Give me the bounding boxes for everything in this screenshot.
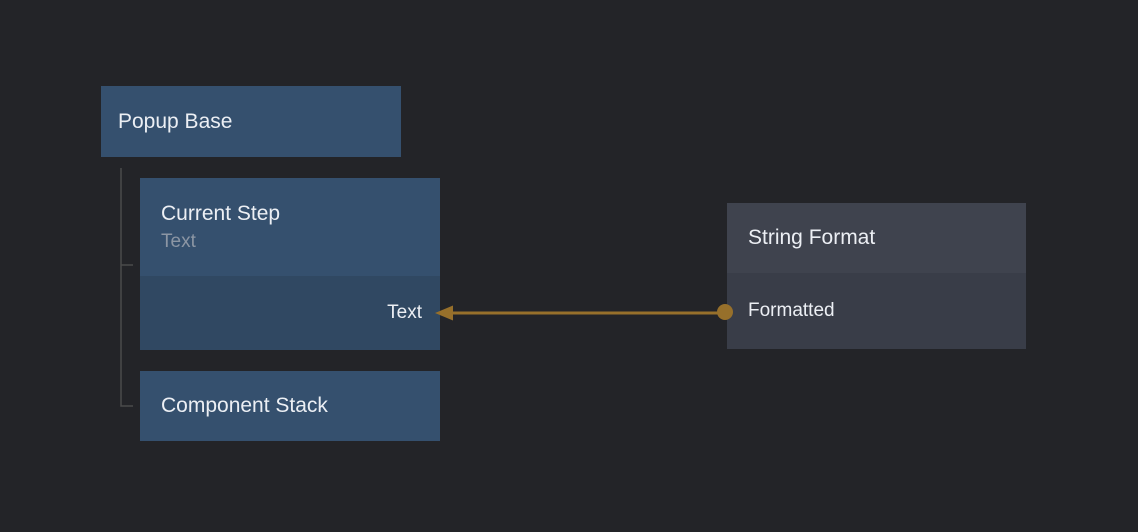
node-current-step-subtitle: Text	[161, 231, 196, 252]
node-string-format-header[interactable]: String Format	[727, 203, 1026, 273]
hierarchy-trunk-line	[120, 168, 133, 407]
node-popup-base[interactable]: Popup Base	[101, 86, 401, 157]
connection-output-dot[interactable]	[717, 304, 733, 320]
formatted-output-port-label: Formatted	[748, 300, 835, 321]
node-string-format-title: String Format	[748, 226, 876, 249]
node-current-step-title: Current Step	[161, 202, 281, 225]
node-current-step-header[interactable]: Current Step Text	[140, 178, 440, 276]
current-step-text-input-port[interactable]: Text	[140, 276, 440, 350]
node-current-step[interactable]: Current Step Text Text	[140, 178, 440, 350]
node-string-format[interactable]: String Format Formatted	[727, 203, 1026, 349]
string-format-formatted-output-port[interactable]: Formatted	[727, 273, 1026, 349]
node-popup-base-title: Popup Base	[118, 109, 233, 133]
node-component-stack[interactable]: Component Stack	[140, 371, 440, 441]
node-component-stack-title: Component Stack	[161, 394, 328, 417]
text-input-port-label: Text	[387, 302, 422, 323]
